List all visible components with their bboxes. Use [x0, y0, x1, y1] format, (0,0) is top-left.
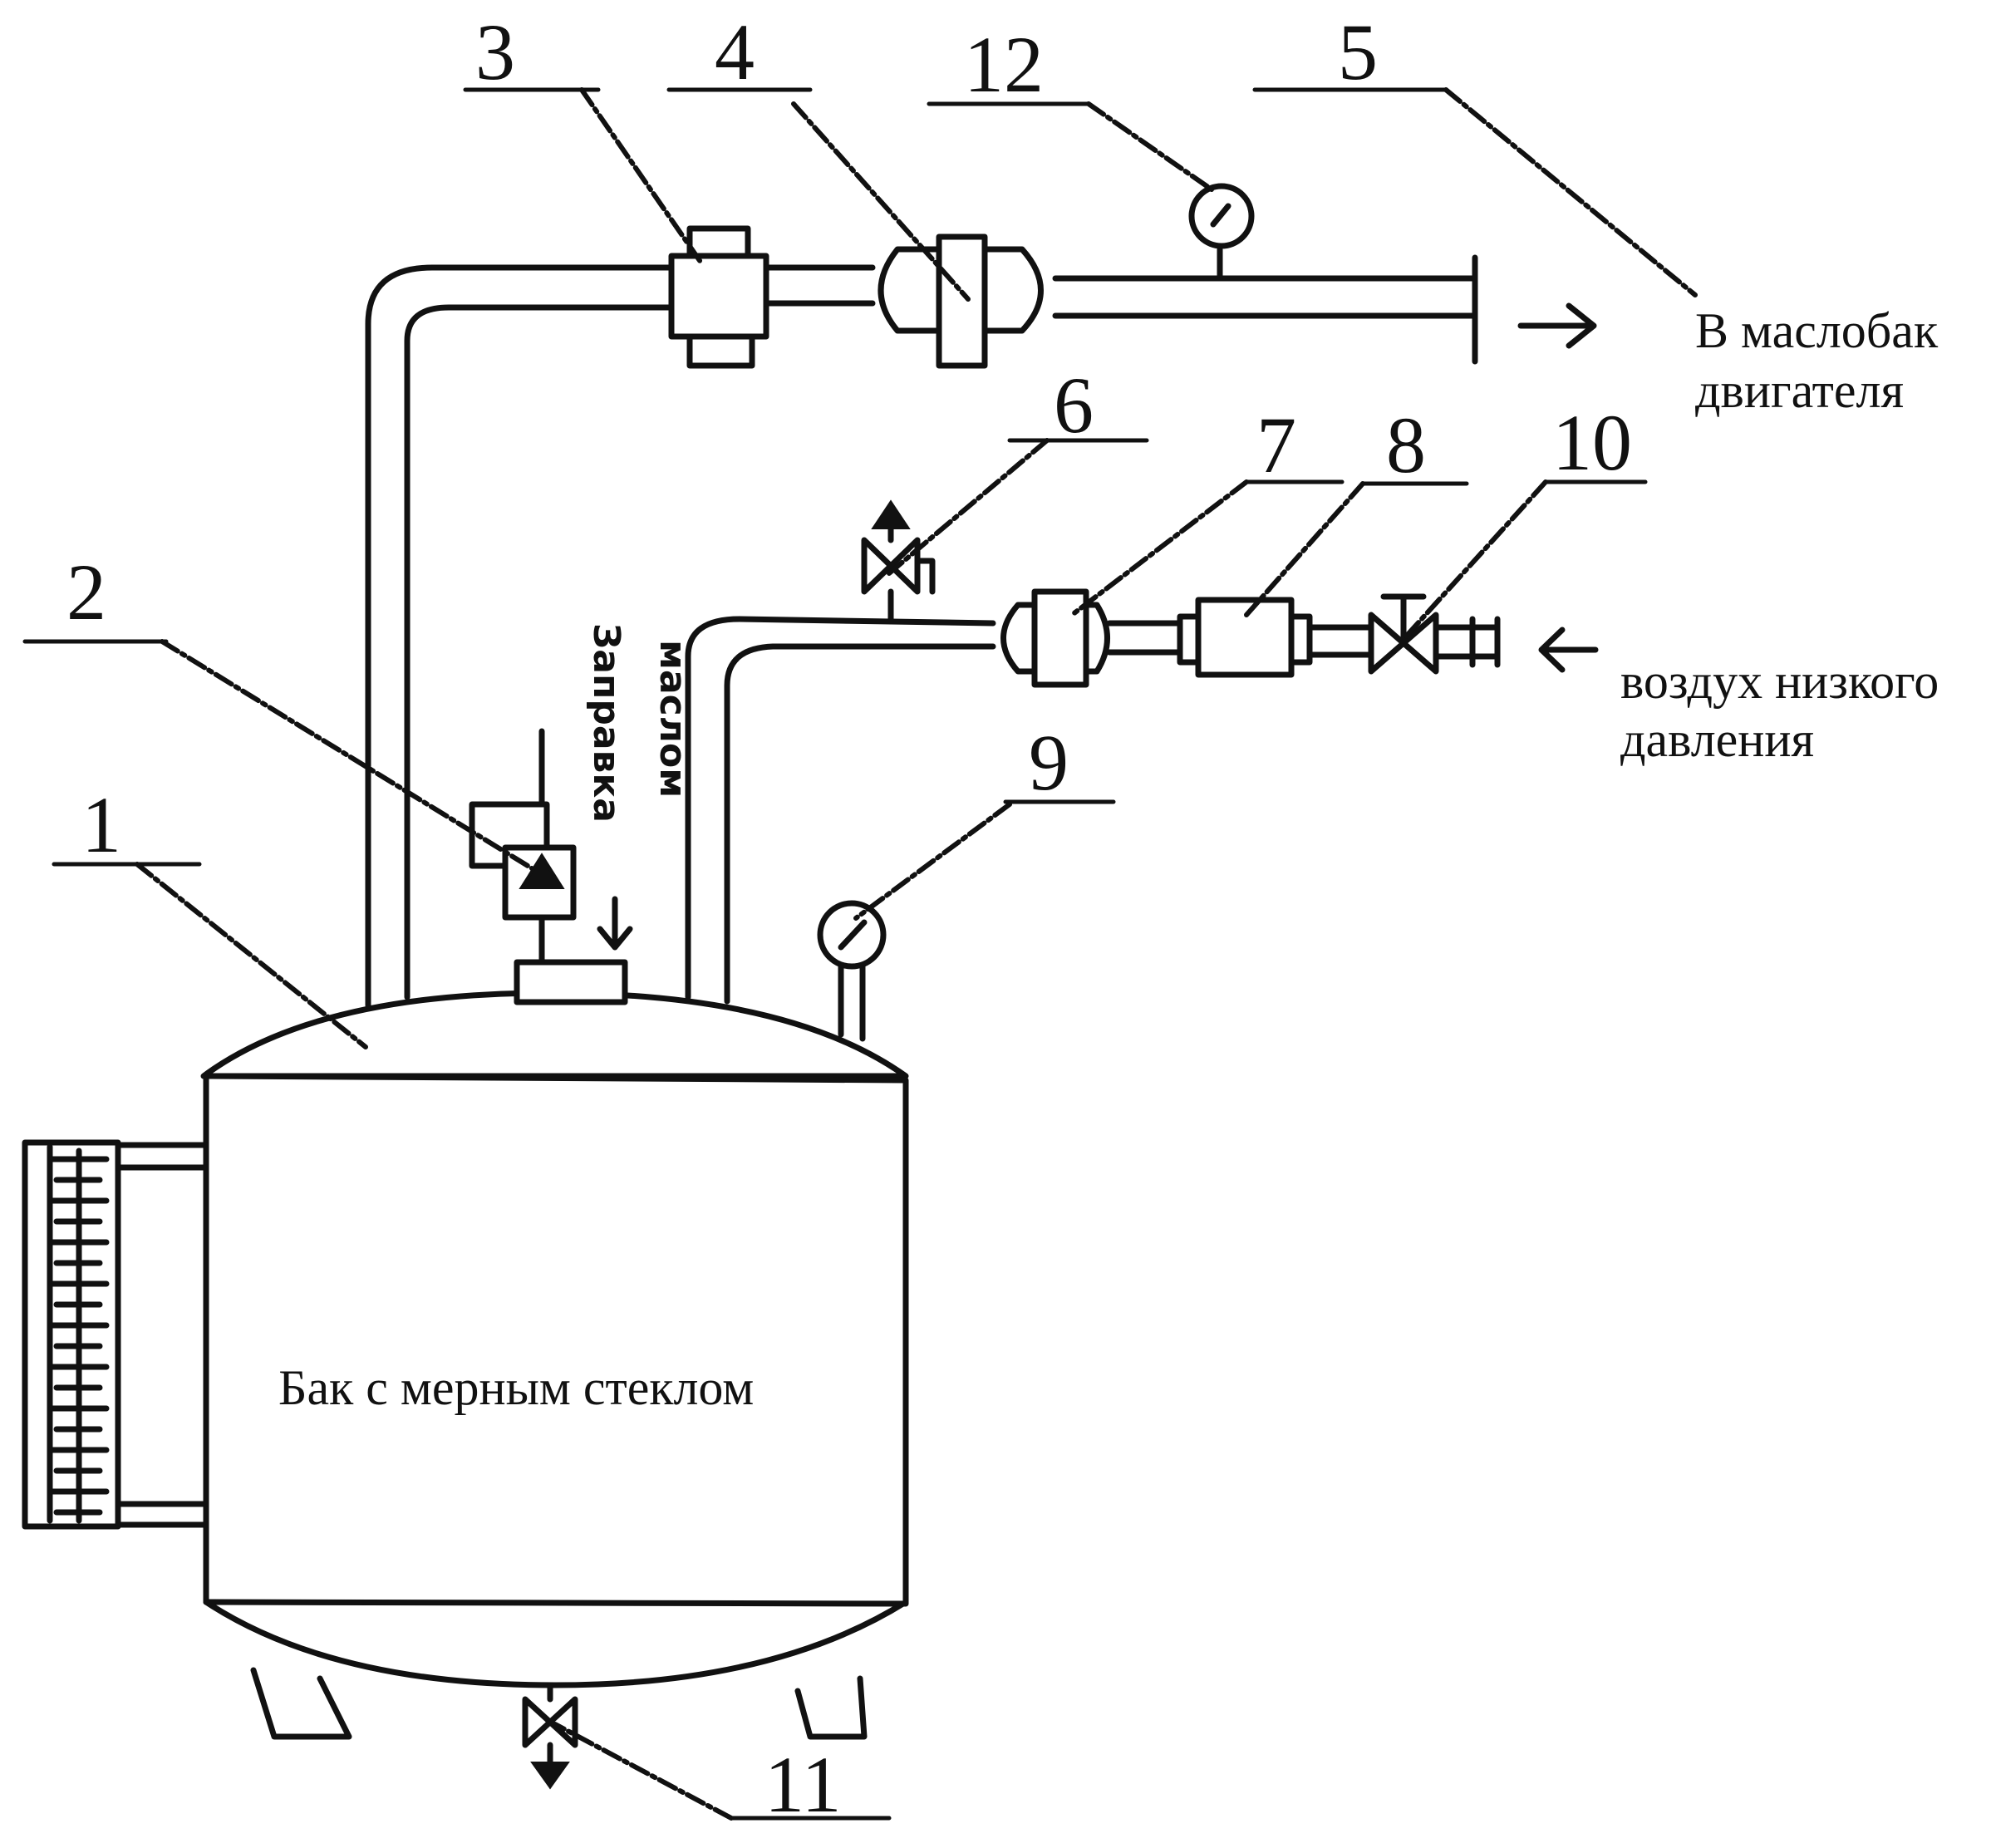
outlet-arrow-icon: [1517, 302, 1597, 349]
leader-6: [887, 438, 1050, 576]
regulator-7-left: [1000, 602, 1038, 675]
air-inlet-pipe: [1433, 616, 1501, 668]
fill-caption: Заправка: [585, 623, 627, 823]
tank-leg-right: [794, 1675, 868, 1740]
sight-glass: [22, 1139, 209, 1530]
vent-valve-6-handle: [914, 558, 936, 595]
pipe-4-outlet: [1052, 275, 1478, 319]
filter-8: [1195, 597, 1295, 678]
filter-8-cap-right: [1288, 613, 1313, 666]
filter-3: [668, 253, 769, 340]
label-5: 5: [1338, 7, 1378, 96]
leader-9: [853, 802, 1012, 921]
sight-glass-scale: [48, 1148, 110, 1524]
label-7: 7: [1256, 401, 1296, 489]
leader-lines: [22, 87, 1698, 1821]
fill-valve-2: [469, 728, 633, 966]
drain-arrow-icon: [530, 1762, 570, 1790]
leader-2: [160, 639, 534, 871]
leader-3: [579, 87, 705, 267]
sight-glass-connector-top: [115, 1142, 209, 1171]
fill-inlet-arrow-icon: [597, 896, 633, 951]
air-pipeline: [685, 499, 1599, 1005]
leader-4: [791, 101, 971, 302]
gauge-9-stem: [838, 961, 866, 1042]
label-10: 10: [1552, 398, 1632, 487]
pipe-8-10: [1306, 624, 1374, 658]
tank: [200, 959, 909, 1740]
label-11: 11: [764, 1740, 841, 1829]
leader-7: [1069, 479, 1249, 617]
fill-port: [514, 959, 628, 1005]
flow-meter-4-flange: [936, 233, 988, 369]
label-9: 9: [1029, 718, 1069, 807]
air-pipe-outer: [685, 616, 996, 1000]
outlet-pipe-outer: [365, 264, 675, 1009]
pipe-7-8: [1106, 620, 1183, 656]
regulator-7-body: [1031, 588, 1089, 688]
sight-glass-frame: [22, 1139, 121, 1530]
fill-valve-arrow-icon: [519, 853, 565, 889]
tank-caption: Бак с мерным стеклом: [278, 1360, 754, 1415]
leader-10: [1402, 479, 1548, 641]
tank-body: [203, 1073, 909, 1607]
vent-arrow-icon: [871, 499, 911, 529]
label-1: 1: [81, 780, 121, 869]
air-caption-line2: давления: [1620, 712, 1814, 767]
drain-valve-11: [522, 1682, 578, 1790]
regulator-7-right: [1083, 602, 1110, 675]
label-4: 4: [715, 7, 755, 96]
label-3: 3: [475, 7, 515, 96]
tank-bottom-dome: [203, 1599, 909, 1688]
captions: В маслобак двигателя воздух низкого давл…: [278, 303, 1939, 1415]
part-numbers: 1 2 3 4 12 5 6 7 8 10 9 11: [66, 7, 1632, 1829]
air-pipe-inner: [724, 643, 996, 1005]
air-inlet-arrow-icon: [1538, 627, 1599, 673]
gauge-12-needle: [1210, 203, 1231, 228]
shutoff-valve-10-stem: [1380, 593, 1427, 646]
sight-glass-connector-bottom: [115, 1501, 209, 1528]
label-2: 2: [66, 548, 106, 636]
leader-12: [1086, 101, 1214, 192]
filter-3-bottom: [686, 333, 755, 369]
outlet-caption-line2: двигателя: [1695, 363, 1904, 418]
outlet-pipeline: [365, 183, 1597, 1009]
gauge-9-needle: [838, 919, 868, 951]
flow-meter-4-right: [981, 246, 1044, 334]
flow-meter-4-left: [878, 246, 942, 334]
drain-valve-icon: [522, 1696, 578, 1748]
outlet-caption-line1: В маслобак: [1695, 303, 1939, 358]
label-8: 8: [1386, 401, 1426, 489]
oil-caption: маслом: [651, 640, 694, 798]
pipe-3-4: [763, 264, 876, 307]
filter-3-top: [686, 225, 751, 259]
tank-top-dome: [200, 990, 909, 1079]
label-12: 12: [964, 20, 1044, 109]
leader-5: [1443, 87, 1698, 297]
vent-valve-6-icon: [861, 537, 921, 595]
leader-11: [553, 1722, 734, 1821]
leader-8: [1244, 481, 1365, 617]
outlet-pipe-inner: [404, 304, 675, 1000]
air-caption-line1: воздух низкого: [1620, 654, 1939, 709]
leader-1: [135, 862, 368, 1049]
tank-leg-left: [250, 1667, 352, 1740]
label-6: 6: [1054, 361, 1094, 450]
